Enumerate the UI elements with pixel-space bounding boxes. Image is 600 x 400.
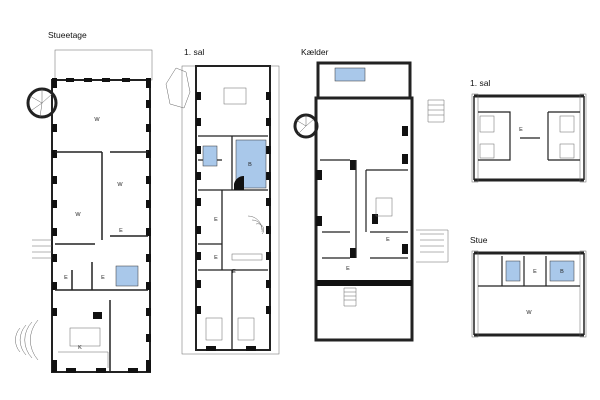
annex-first-interior-walls [478, 111, 580, 161]
first-wardrobe [231, 253, 263, 261]
annex-first-bed-1 [479, 115, 495, 133]
annex-ground-right-stripe [579, 250, 587, 338]
annex-ground-end-walls [473, 253, 585, 335]
annex-ground-bathroom-2 [549, 260, 575, 282]
annex-ground-interior-walls [478, 256, 580, 287]
ground-wall-piers [52, 78, 151, 373]
annex-first-end-walls [473, 96, 585, 180]
basement-spiral-lines [295, 115, 315, 135]
annex-ground-title: Stue [470, 235, 488, 245]
ground-floor-plan: Stueetage W W W [15, 30, 153, 373]
annex-first-bed-2 [559, 115, 575, 133]
annex-ground-bathroom-1 [505, 260, 521, 282]
room-label-e3: E [232, 269, 236, 275]
ground-outer-wall [51, 79, 151, 373]
room-label-b: B [248, 162, 252, 168]
basement-stair-top [427, 99, 445, 123]
first-floor-plan: 1. sal B E E E [165, 47, 280, 355]
room-label-w2: W [117, 182, 123, 188]
basement-plan: Kælder E E [293, 47, 449, 342]
basement-stair-side [416, 229, 449, 263]
annex-first-long-walls [474, 94, 584, 182]
first-outer-wall [195, 65, 271, 351]
chimney-block [93, 312, 102, 319]
entrance-steps [15, 319, 39, 361]
annex-first-floor-plan: 1. sal E [470, 78, 587, 183]
annex-first-bed-3 [479, 143, 495, 159]
bed-top [223, 87, 247, 105]
room-label-e: E [533, 269, 537, 275]
basement-title: Kælder [301, 47, 329, 57]
room-label-e2: E [64, 275, 68, 281]
ground-floor-title: Stueetage [48, 30, 87, 40]
terrace-outline [54, 49, 153, 81]
basement-bed [375, 197, 393, 217]
kitchen-counter [58, 351, 109, 368]
annex-first-title: 1. sal [470, 78, 490, 88]
room-label-e1: E [346, 266, 350, 272]
basement-wall-piers [316, 126, 408, 258]
first-floor-bay [165, 67, 191, 109]
room-label-e1: E [214, 217, 218, 223]
spiral-stair-lines [29, 89, 53, 118]
annex-ground-long-walls [474, 251, 584, 337]
kitchen-island [69, 327, 101, 347]
side-steps [32, 239, 52, 259]
room-label-w1: W [94, 117, 100, 123]
basement-bathroom [334, 67, 366, 82]
room-label-w3: W [75, 212, 81, 218]
room-label-e3: E [101, 275, 105, 281]
ground-bathroom [115, 265, 139, 287]
annex-first-right-stripe [579, 93, 587, 183]
first-spiral-stair [247, 215, 264, 235]
room-label-e2: E [386, 237, 390, 243]
first-wall-piers [196, 92, 271, 351]
bed-left [205, 317, 223, 341]
annex-ground-floor-plan: Stue E B W [470, 235, 587, 338]
annex-first-bed-4 [559, 143, 575, 159]
first-bathroom-small [202, 145, 218, 167]
bathtub-corner [234, 175, 244, 190]
room-label-b: B [560, 269, 564, 275]
ground-interior-walls [55, 151, 148, 372]
bed-right [237, 317, 255, 341]
room-label-e2: E [214, 255, 218, 261]
first-floor-title: 1. sal [184, 47, 204, 57]
room-label-e: E [519, 127, 523, 133]
room-label-k: K [78, 345, 82, 351]
annex-first-left-stripe [471, 93, 479, 183]
basement-interior-walls [320, 159, 408, 259]
basement-lower-wall [316, 280, 412, 286]
basement-outer-wall [314, 96, 414, 342]
annex-ground-left-stripe [471, 250, 479, 338]
room-label-e1: E [119, 228, 123, 234]
basement-stair-lower [343, 287, 357, 307]
room-label-w: W [526, 310, 532, 316]
